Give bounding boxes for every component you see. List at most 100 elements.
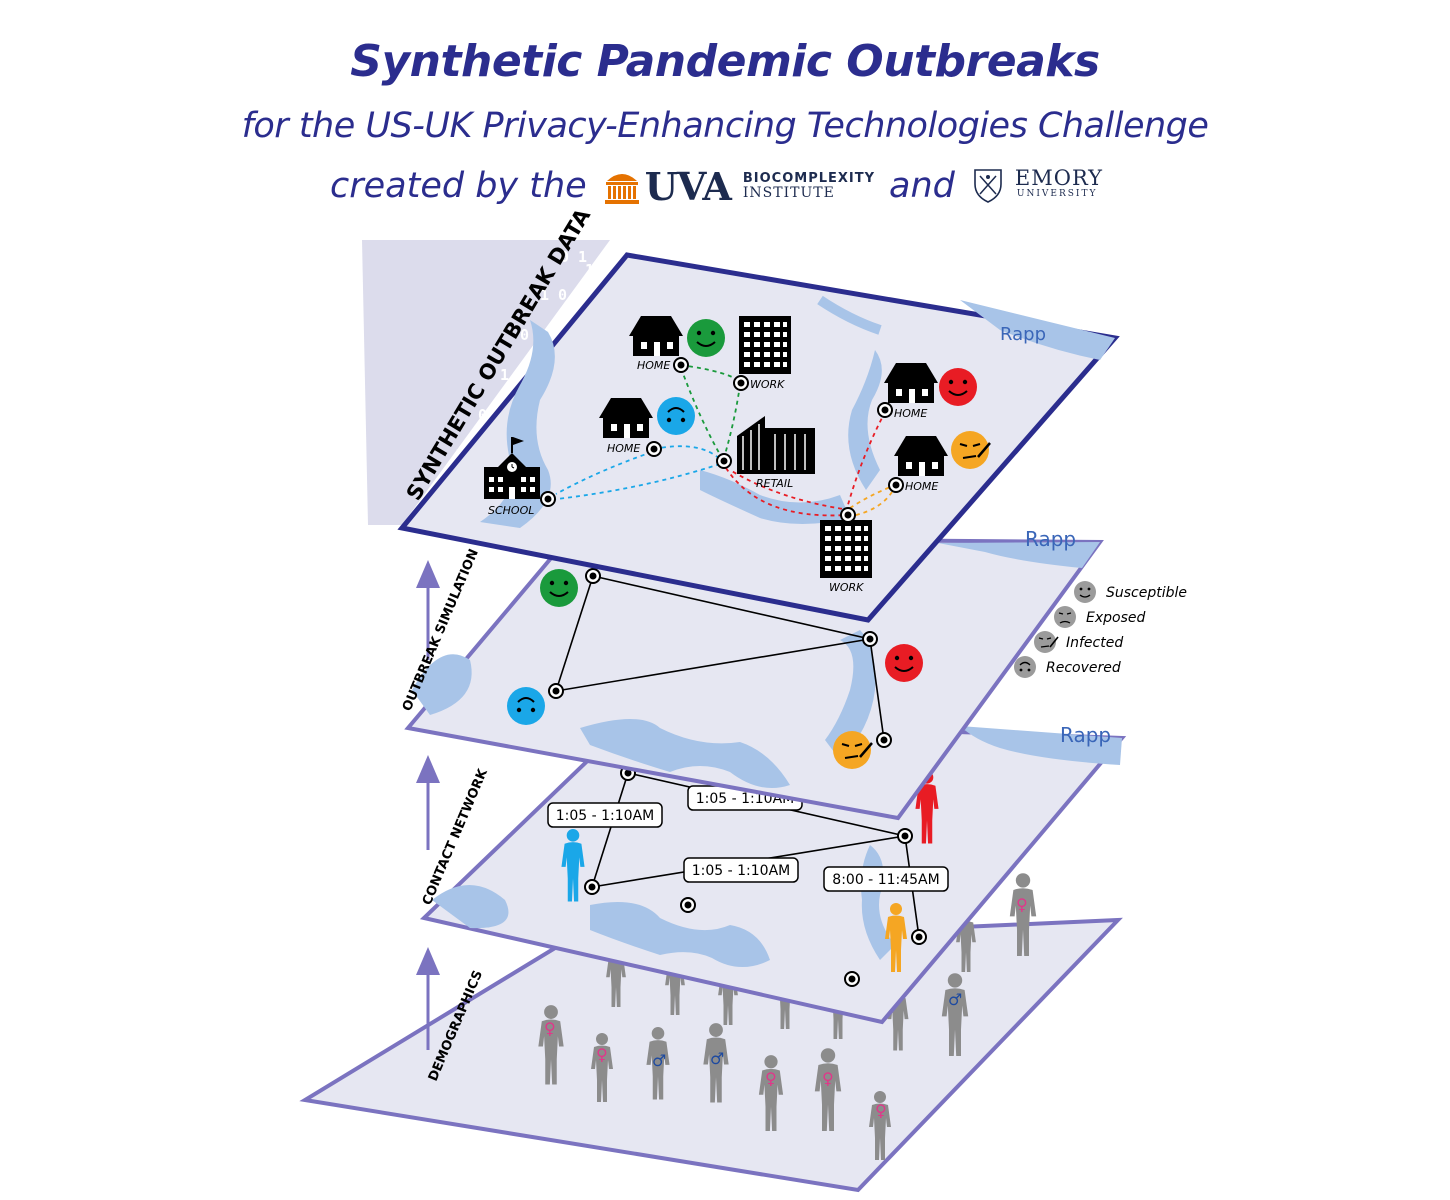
blue-trip-path [653,445,722,461]
layer-synthetic-outbreak-data: 0 11 00 11 0 0 11 00 11 Rapp [362,204,1120,623]
exposed-face-icon [939,368,977,406]
contact-node[interactable] [911,929,927,945]
emory-logo: EMORY UNIVERSITY [973,168,1103,204]
water-body [960,300,1115,360]
map-place-label: Rapp [1025,527,1076,551]
layer-contact-network: Rapp 1:05 - 1:10AM 1:05 - 1:10AM 1:05 - … [419,717,1127,1025]
home-label: HOME [607,442,640,455]
up-arrow-icon [416,755,440,850]
time-label: 1:05 - 1:10AM [547,802,663,828]
simulation-node[interactable] [876,732,892,748]
contact-node[interactable] [584,879,600,895]
male-icon: ♂ [710,1049,724,1068]
page-subtitle: for the US-UK Privacy-Enhancing Technolo… [241,106,1209,146]
biocomplexity-wordmark: BIOCOMPLEXITY INSTITUTE [743,171,875,201]
water-body [700,470,850,524]
female-icon: ♀ [765,1069,777,1088]
home-node[interactable] [646,441,662,457]
work-node[interactable] [733,375,749,391]
female-icon: ♀ [1016,895,1028,914]
page-title: Synthetic Pandemic Outbreaks [350,36,1100,87]
recovered-face-icon [657,397,695,435]
infected-face-icon [951,431,991,469]
contact-node[interactable] [897,828,913,844]
school-label: SCHOOL [488,504,534,517]
recovered-face-icon [507,687,545,725]
legend-item-exposed: Exposed [1054,606,1145,628]
male-icon: ♂ [652,1051,666,1070]
water-body [590,901,770,968]
home-label: HOME [905,480,938,493]
biocomplexity-line2: INSTITUTE [742,185,835,201]
legend-label: Infected [1066,635,1123,651]
time-label-text: 8:00 - 11:45AM [832,872,939,888]
legend-label: Susceptible [1106,585,1187,601]
work-label: WORK [750,378,785,391]
binary-strip [362,240,610,525]
legend-label: Recovered [1046,660,1121,676]
home-node[interactable] [877,402,893,418]
water-body [848,350,882,490]
water-body [960,726,1122,765]
female-icon: ♀ [822,1069,834,1088]
svg-text:0 1: 0 1 [560,248,587,266]
home-node[interactable] [888,477,904,493]
green-trip-path [723,384,741,459]
water-body [825,630,876,760]
simulation-node[interactable] [548,683,564,699]
legend-item-susceptible: Susceptible [1074,581,1187,603]
time-label: 8:00 - 11:45AM [823,866,949,892]
contact-node[interactable] [680,897,696,913]
female-icon: ♀ [596,1045,608,1064]
home-label: HOME [894,407,927,420]
emory-line2: UNIVERSITY [1016,189,1098,199]
state-legend: Susceptible Exposed Infected Recovered [1014,581,1187,678]
home-node[interactable] [673,357,689,373]
up-arrow-icon [416,947,440,1050]
school-node[interactable] [540,491,556,507]
credit-line: created by the UVA BIOCOMPLEXITY INSTITU… [330,160,1103,212]
exposed-face-icon [885,644,923,682]
time-label: 1:05 - 1:10AM [683,857,799,883]
blue-trip-path [547,463,721,501]
female-icon: ♀ [875,1101,887,1120]
transmission-edges [555,575,885,741]
upward-arrows [416,560,440,1050]
office-building-icon [820,520,872,578]
susceptible-face-icon [540,569,578,607]
created-by-text: created by the [330,166,587,206]
retail-node[interactable] [716,453,732,469]
retail-label: RETAIL [756,477,793,490]
water-body [412,654,472,715]
legend-label: Exposed [1086,610,1145,626]
water-body [938,542,1100,568]
simulation-node[interactable] [862,631,878,647]
work-node[interactable] [840,507,856,523]
work-label: WORK [829,581,864,594]
simulation-node[interactable] [585,568,601,584]
up-arrow-icon [416,560,440,660]
male-icon: ♂ [948,990,962,1009]
red-trip-path [845,411,886,513]
orange-trip-path [851,491,893,517]
map-place-label: Rapp [1000,324,1046,345]
red-trip-path [729,469,851,511]
legend-item-recovered: Recovered [1014,656,1121,678]
time-label-text: 1:05 - 1:10AM [692,863,791,879]
water-body [817,295,882,335]
layer-outbreak-simulation: Rapp [404,527,1104,821]
susceptible-face-icon [687,319,725,357]
green-trip-path [680,367,723,459]
biocomplexity-line1: BIOCOMPLEXITY [742,171,876,186]
contact-node[interactable] [844,971,860,987]
rotunda-icon [604,174,639,204]
water-body [580,719,790,789]
infected-face-icon [833,731,873,769]
emory-shield-icon [974,169,1002,203]
and-text: and [889,166,955,206]
uva-logo-text: UVA [644,163,732,209]
blue-trip-path [555,451,653,495]
office-building-icon [739,316,791,374]
svg-text:1 0: 1 0 [540,286,567,304]
svg-text:1: 1 [585,261,594,279]
